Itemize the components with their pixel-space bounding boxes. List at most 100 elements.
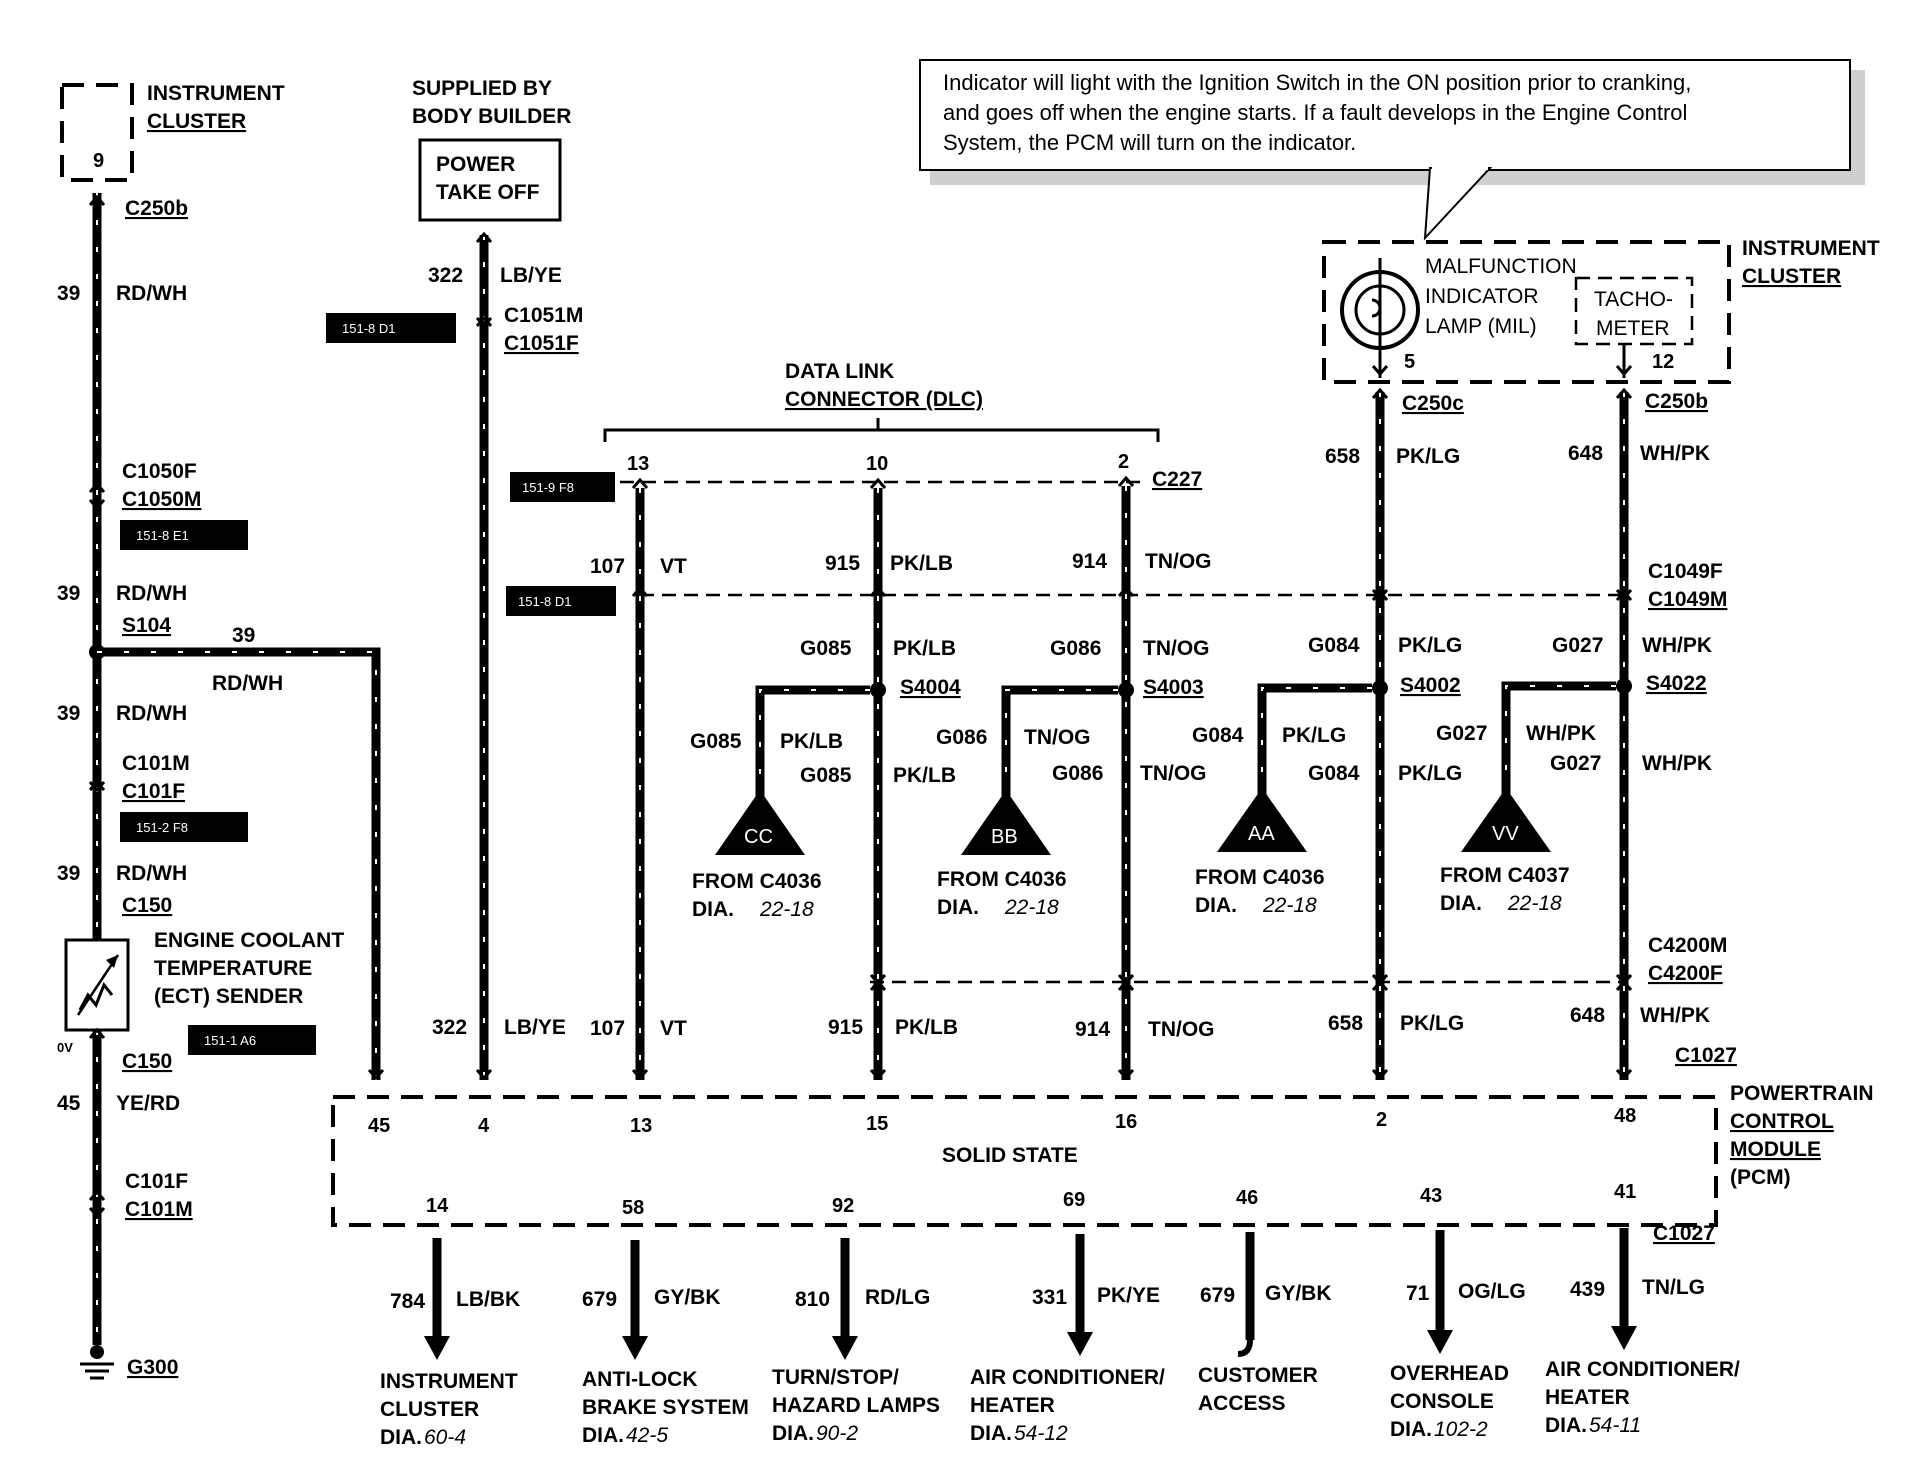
svg-text:CONSOLE: CONSOLE (1390, 1390, 1494, 1413)
splice-group-cc: G085 PK/LB S4004 G085 PK/LB G085 PK/LB C… (690, 637, 961, 921)
pcm-pin-48: 48 (1614, 1105, 1636, 1127)
splice-s4002: S4002 (1400, 674, 1461, 697)
bb-triangle-icon (961, 790, 1051, 855)
svg-text:OG/LG: OG/LG (1458, 1280, 1526, 1303)
svg-text:CLUSTER: CLUSTER (380, 1398, 479, 1421)
connector-c250c: C250c (1402, 392, 1464, 415)
pcm-solid-state: SOLID STATE (942, 1144, 1078, 1167)
svg-text:810: 810 (795, 1288, 830, 1311)
pcm-title-2: CONTROL (1730, 1110, 1834, 1133)
wire-39-color-b: RD/WH (116, 582, 187, 605)
bb-low-g: G086 (1052, 762, 1103, 785)
tachometer-label-1: TACHO- (1594, 288, 1673, 311)
wire-39-num-b: 39 (57, 582, 80, 605)
cc-left-g: G085 (690, 730, 742, 753)
wire-915-num-b: 915 (828, 1016, 863, 1039)
wire-322-num-a: 322 (428, 264, 463, 287)
pcm-pin-41: 41 (1614, 1181, 1636, 1203)
connector-c1027-bottom: C1027 (1653, 1222, 1715, 1245)
ect-title-2: TEMPERATURE (154, 957, 312, 980)
tachometer-box (1574, 276, 1694, 346)
connector-marks (88, 194, 1633, 1219)
wire-914-color-a: TN/OG (1145, 550, 1212, 573)
svg-text:54-12: 54-12 (1014, 1422, 1068, 1445)
cc-triangle-icon (715, 790, 805, 855)
vv-low-col: WH/PK (1642, 752, 1712, 775)
ground-icon (80, 1345, 114, 1380)
vv-dia: DIA. (1440, 892, 1482, 915)
wire-107-color-a: VT (660, 555, 687, 578)
ref-tag-1a6 (188, 1025, 316, 1055)
mil-title-1: MALFUNCTION (1425, 255, 1577, 278)
pcm-pin-16: 16 (1115, 1111, 1137, 1133)
aa-from: FROM C4036 (1195, 866, 1325, 889)
dlc-bracket (603, 428, 1160, 442)
cc-top-g: G085 (800, 637, 852, 660)
cc-ref: 22-18 (759, 898, 814, 921)
bb-ref: 22-18 (1004, 896, 1059, 919)
svg-text:60-4: 60-4 (424, 1426, 466, 1449)
ref-tag-1a6-text: 151-1 A6 (204, 1033, 256, 1048)
zero-volt-label: 0V (57, 1040, 73, 1055)
vv-top-g: G027 (1552, 634, 1603, 657)
instrument-cluster-right-title-1: INSTRUMENT (1742, 237, 1880, 260)
splice-group-bb: G086 TN/OG S4003 G086 TN/OG G086 TN/OG B… (936, 637, 1210, 919)
svg-text:439: 439 (1570, 1278, 1605, 1301)
ref-tag-8d1-a (326, 313, 456, 343)
pto-label-1: POWER (436, 153, 515, 176)
aa-top-g: G084 (1308, 634, 1360, 657)
bb-dia: DIA. (937, 896, 979, 919)
ect-title-3: (ECT) SENDER (154, 985, 303, 1008)
svg-text:DIA.: DIA. (970, 1422, 1012, 1445)
wire-914-num-a: 914 (1072, 550, 1107, 573)
wire-658-color-b: PK/LG (1400, 1012, 1464, 1035)
cc-top-col: PK/LB (893, 637, 956, 660)
branch-39-num: 39 (232, 624, 255, 647)
aa-top-col: PK/LG (1398, 634, 1462, 657)
wire-39-num-a: 39 (57, 282, 80, 305)
aa-ref: 22-18 (1262, 894, 1317, 917)
arrow-down-icon (622, 1336, 648, 1360)
output-ac-heater-1: 331 PK/YE AIR CONDITIONER/ HEATER DIA. 5… (970, 1234, 1165, 1445)
svg-text:679: 679 (582, 1288, 617, 1311)
wire-648-num-a: 648 (1568, 442, 1603, 465)
thermistor-icon (78, 982, 114, 1011)
wire-39-color-c: RD/WH (116, 702, 187, 725)
pcm-pin-45: 45 (368, 1115, 390, 1137)
svg-text:TURN/STOP/: TURN/STOP/ (772, 1366, 899, 1389)
cc-dia: DIA. (692, 898, 734, 921)
wire-648-color-a: WH/PK (1640, 442, 1710, 465)
svg-text:LB/BK: LB/BK (456, 1288, 520, 1311)
tachometer-label-2: METER (1596, 317, 1670, 340)
instrument-cluster-box-left (60, 83, 134, 182)
bb-left-g: G086 (936, 726, 987, 749)
splice-group-vv: G027 WH/PK S4022 G027 WH/PK G027 WH/PK V… (1436, 634, 1712, 915)
ref-tag-8d1-b (506, 586, 616, 616)
pcm-title-1: POWERTRAIN (1730, 1082, 1874, 1105)
bb-triangle-label: BB (991, 826, 1018, 848)
splice-s4003-dot (1118, 682, 1134, 698)
wire-end-icon (1237, 1339, 1253, 1357)
connector-c101m-2: C101M (125, 1198, 193, 1221)
wire-107-num-a: 107 (590, 555, 625, 578)
splice-s4004-dot (870, 682, 886, 698)
svg-text:CUSTOMER: CUSTOMER (1198, 1364, 1318, 1387)
output-overhead-console: 71 OG/LG OVERHEAD CONSOLE DIA. 102-2 (1390, 1230, 1526, 1441)
cc-low-col: PK/LB (893, 764, 956, 787)
ref-tag-2f8-text: 151-2 F8 (136, 820, 188, 835)
svg-text:HEATER: HEATER (1545, 1386, 1630, 1409)
pto-circuit: SUPPLIED BY BODY BUILDER POWER TAKE OFF … (326, 77, 583, 1080)
mil-title-2: INDICATOR (1425, 285, 1539, 308)
wire-914-color-b: TN/OG (1148, 1018, 1215, 1041)
svg-text:TN/LG: TN/LG (1642, 1276, 1705, 1299)
ref-tag-8e1-text: 151-8 E1 (136, 528, 189, 543)
splice-s4003: S4003 (1143, 676, 1204, 699)
wire-658-color-a: PK/LG (1396, 445, 1460, 468)
svg-text:AIR CONDITIONER/: AIR CONDITIONER/ (970, 1366, 1165, 1389)
wire-39-num-d: 39 (57, 862, 80, 885)
pcm-pin-4: 4 (478, 1115, 490, 1137)
dlc-pin-10: 10 (866, 453, 888, 475)
pcm-pin-43: 43 (1420, 1185, 1442, 1207)
vv-triangle-icon (1461, 788, 1551, 852)
